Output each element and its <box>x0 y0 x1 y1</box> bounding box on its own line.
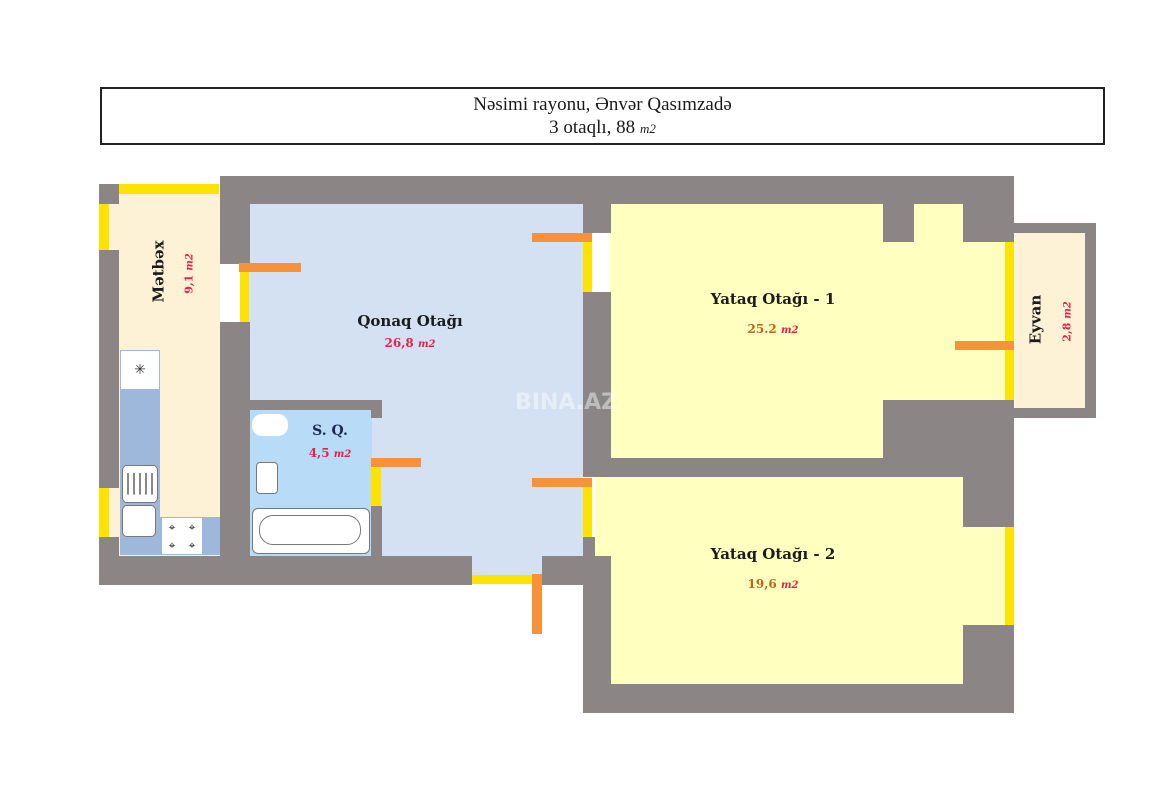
sink-basin <box>122 505 156 537</box>
stove-burner-icon: ⌖ <box>188 537 196 552</box>
area-unit: m2 <box>780 580 799 591</box>
doorway <box>240 270 249 322</box>
fridge: ✳ <box>121 351 159 389</box>
bathtub <box>252 508 370 554</box>
room-name: Mətbəx <box>149 240 168 303</box>
doorway <box>583 239 592 292</box>
room-name: Eyvan <box>1026 294 1045 345</box>
bathroom-label: S. Q. 4,5 m2 <box>295 423 365 460</box>
wall <box>883 400 915 420</box>
area-value: 2,8 <box>1060 322 1074 342</box>
room-name: Yataq Otağı - 2 <box>710 545 836 563</box>
window <box>1005 242 1014 400</box>
room-balcony <box>1015 233 1085 408</box>
stove-burner-icon: ⌖ <box>168 537 176 552</box>
wall <box>99 556 472 585</box>
area-value: 19,6 <box>747 577 777 591</box>
area-value: 4,5 <box>308 446 330 460</box>
door <box>532 233 592 242</box>
area-unit: m2 <box>184 253 196 271</box>
balcony-door <box>955 341 1014 350</box>
wall <box>963 400 1014 527</box>
listing-summary: 3 otaqlı, 88 m2 <box>102 116 1103 141</box>
balcony-area: 2,8 m2 <box>1056 287 1075 357</box>
stove: ⌖ ⌖ ⌖ ⌖ <box>162 518 202 554</box>
wall <box>583 176 611 233</box>
watermark: BINA.AZ <box>515 390 618 415</box>
sink-drainboard <box>122 465 158 503</box>
wall <box>583 292 611 477</box>
doorway <box>583 485 592 537</box>
stove-burner-icon: ⌖ <box>188 519 196 534</box>
room-name: Yataq Otağı - 1 <box>710 290 836 308</box>
area-unit: m2 <box>780 325 799 336</box>
wall <box>583 684 1014 713</box>
wall <box>99 184 119 204</box>
stove-burner-icon: ⌖ <box>168 519 176 534</box>
room-name: S. Q. <box>312 423 348 439</box>
wall <box>963 176 1014 242</box>
living-label: Qonaq Otağı 26,8 m2 <box>330 312 490 350</box>
wall <box>595 458 965 477</box>
wall <box>220 176 250 264</box>
wall <box>1014 408 1096 418</box>
room-name: Qonaq Otağı <box>357 312 463 330</box>
window <box>99 204 109 250</box>
bedroom-2-label: Yataq Otağı - 2 19,6 m2 <box>693 545 853 591</box>
area-unit: m2 <box>1062 301 1074 319</box>
listing-header: Nəsimi rayonu, Ənvər Qasımzadə 3 otaqlı,… <box>100 87 1105 145</box>
wall <box>220 322 250 562</box>
entrance-door <box>532 574 542 634</box>
entrance-doorway <box>472 575 534 584</box>
kitchen-label: Mətbəx <box>149 232 168 312</box>
door <box>532 478 592 487</box>
toilet <box>252 414 288 436</box>
area-unit: m2 <box>333 449 352 460</box>
balcony-label: Eyvan <box>1026 285 1045 355</box>
wall <box>883 176 914 242</box>
washbasin <box>256 462 278 494</box>
wall <box>1014 223 1096 233</box>
wall <box>248 400 382 410</box>
window <box>1005 527 1014 625</box>
address-title: Nəsimi rayonu, Ənvər Qasımzadə <box>473 94 732 115</box>
window <box>119 184 219 194</box>
bedroom-1-label: Yataq Otağı - 1 25.2 m2 <box>693 290 853 336</box>
window <box>99 488 109 537</box>
wall <box>371 400 382 418</box>
summary-text: 3 otaqlı, 88 <box>549 117 640 138</box>
fridge-icon: ✳ <box>134 362 146 378</box>
doorway <box>371 468 381 506</box>
area-value: 26,8 <box>384 336 414 350</box>
door <box>239 263 301 272</box>
wall <box>99 250 119 488</box>
room-bedroom-2 <box>595 477 1010 685</box>
wall <box>1085 223 1096 418</box>
area-unit: m2 <box>417 339 436 350</box>
summary-unit: m2 <box>639 121 656 136</box>
kitchen-area: 9,1 m2 <box>178 234 197 314</box>
wall <box>220 176 1014 204</box>
area-value: 25.2 <box>747 322 777 336</box>
door <box>371 458 421 467</box>
area-value: 9,1 <box>182 274 196 294</box>
wall <box>371 506 382 558</box>
bathtub-inner <box>259 515 361 545</box>
wall <box>963 625 1014 713</box>
